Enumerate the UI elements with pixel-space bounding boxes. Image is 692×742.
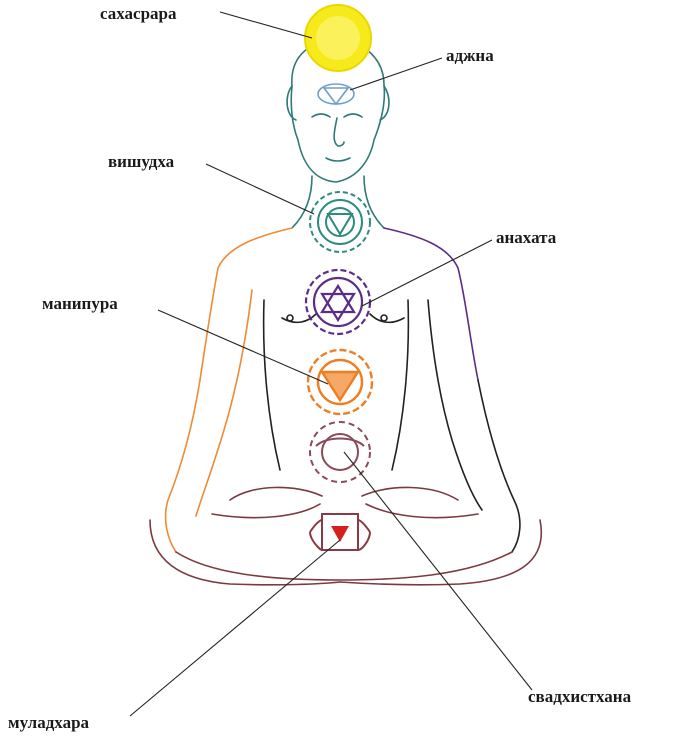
sahasrara-chakra [304,4,372,72]
anahata-chakra [304,268,372,336]
right-arm-lower [427,299,521,553]
chakra-labels: сахасрара аджна вишудха анахата манипура… [8,4,632,732]
manipura-chakra [306,348,374,416]
label-anahata: анахата [496,228,557,247]
label-ajna: аджна [446,46,494,65]
muladhara-chakra [309,513,371,551]
label-vishuddha: вишудха [108,152,175,171]
leader-ajna [349,57,443,91]
left-arm-outline [164,227,293,553]
label-svadhisthana: свадхистхана [528,687,632,706]
svadhisthana-chakra [309,421,371,483]
meditating-figure [149,39,543,586]
label-manipura: манипура [42,294,118,313]
vishuddha-chakra [309,191,371,253]
leader-svadhisthana [343,451,533,691]
leader-manipura [157,309,329,385]
leader-sahasrara [219,11,313,39]
torso-outline [262,299,410,471]
right-arm-outline [383,227,479,381]
legs-outline [149,486,543,586]
leader-vishuddha [205,163,315,215]
leader-muladhara [129,539,341,717]
label-muladhara: муладхара [8,713,90,732]
label-sahasrara: сахасрара [100,4,177,23]
ajna-chakra [317,83,355,106]
leader-lines [129,11,533,717]
leader-anahata [361,239,493,307]
